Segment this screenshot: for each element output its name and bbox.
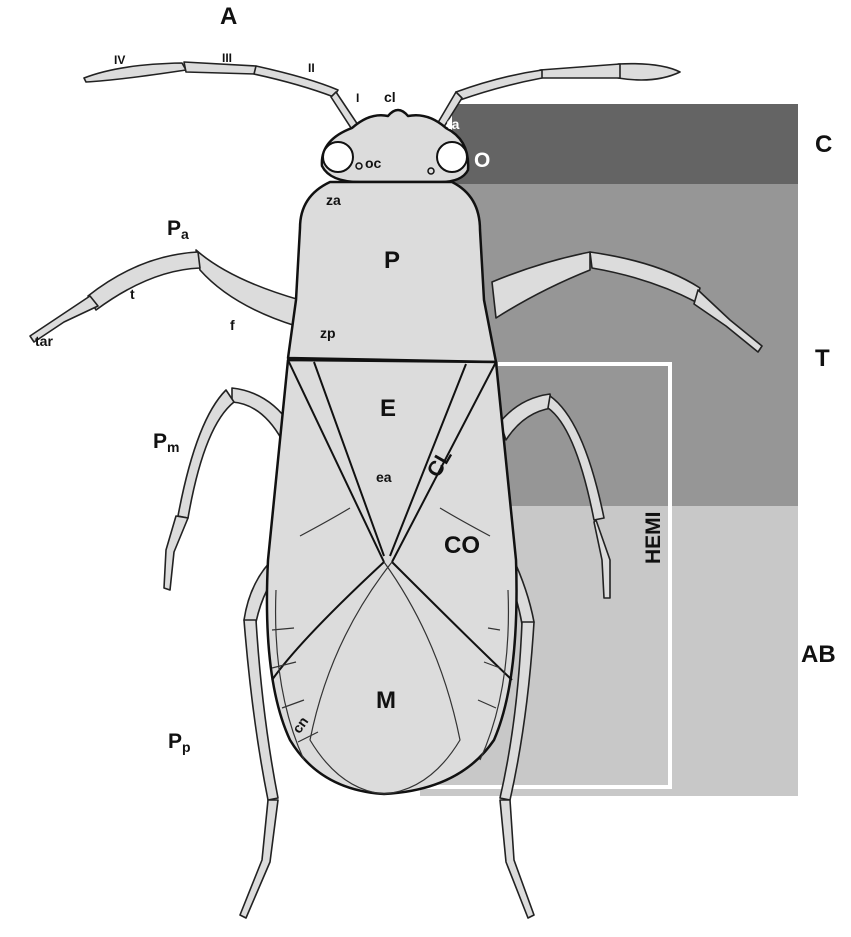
hind-leg-right-tarsus: [500, 800, 534, 918]
middle-leg-left-tibia: [178, 390, 234, 518]
antenna-right-segment-IV: [618, 64, 680, 80]
region-C-band: [452, 104, 798, 184]
front-leg-left-femur: [196, 250, 300, 326]
middle-leg-left-tarsus: [164, 516, 188, 590]
label-Pp: Pp: [168, 730, 191, 755]
label-cl: cl: [384, 89, 396, 105]
label-t-tibia: t: [130, 286, 135, 302]
antenna-right-segment-II: [456, 70, 542, 100]
label-P-pronotum: P: [384, 247, 400, 274]
label-HEMI: HEMI: [642, 512, 665, 565]
label-T: T: [815, 345, 830, 372]
label-oc: oc: [365, 155, 382, 171]
compound-eye-right: [437, 142, 467, 172]
label-ta: ta: [447, 116, 460, 132]
antenna-left-segment-III: [184, 62, 256, 74]
antenna-left-segment-IV: [84, 63, 186, 82]
label-tar-tarsus: tar: [35, 333, 53, 349]
front-leg-left-tibia: [88, 252, 200, 310]
antenna-left-segment-II: [254, 66, 338, 97]
label-AB: AB: [801, 641, 836, 668]
label-A: A: [220, 3, 237, 30]
label-CO: CO: [444, 532, 480, 559]
label-ea: ea: [376, 469, 392, 485]
label-M: M: [376, 687, 396, 714]
label-antenna-segment-I: I: [356, 91, 359, 105]
label-C: C: [815, 131, 832, 158]
label-antenna-segment-II: II: [308, 61, 315, 75]
label-antenna-segment-IV: IV: [114, 53, 125, 67]
hind-leg-left-tarsus: [240, 800, 278, 918]
compound-eye-left: [323, 142, 353, 172]
label-za: za: [326, 192, 341, 208]
label-antenna-segment-III: III: [222, 51, 232, 65]
label-Pm: Pm: [153, 430, 179, 455]
label-E: E: [380, 395, 396, 422]
label-O: O: [474, 149, 490, 172]
antenna-right-segment-III: [540, 64, 620, 78]
label-zp: zp: [320, 325, 336, 341]
label-Pa: Pa: [167, 217, 189, 242]
label-f-femur: f: [230, 317, 235, 333]
